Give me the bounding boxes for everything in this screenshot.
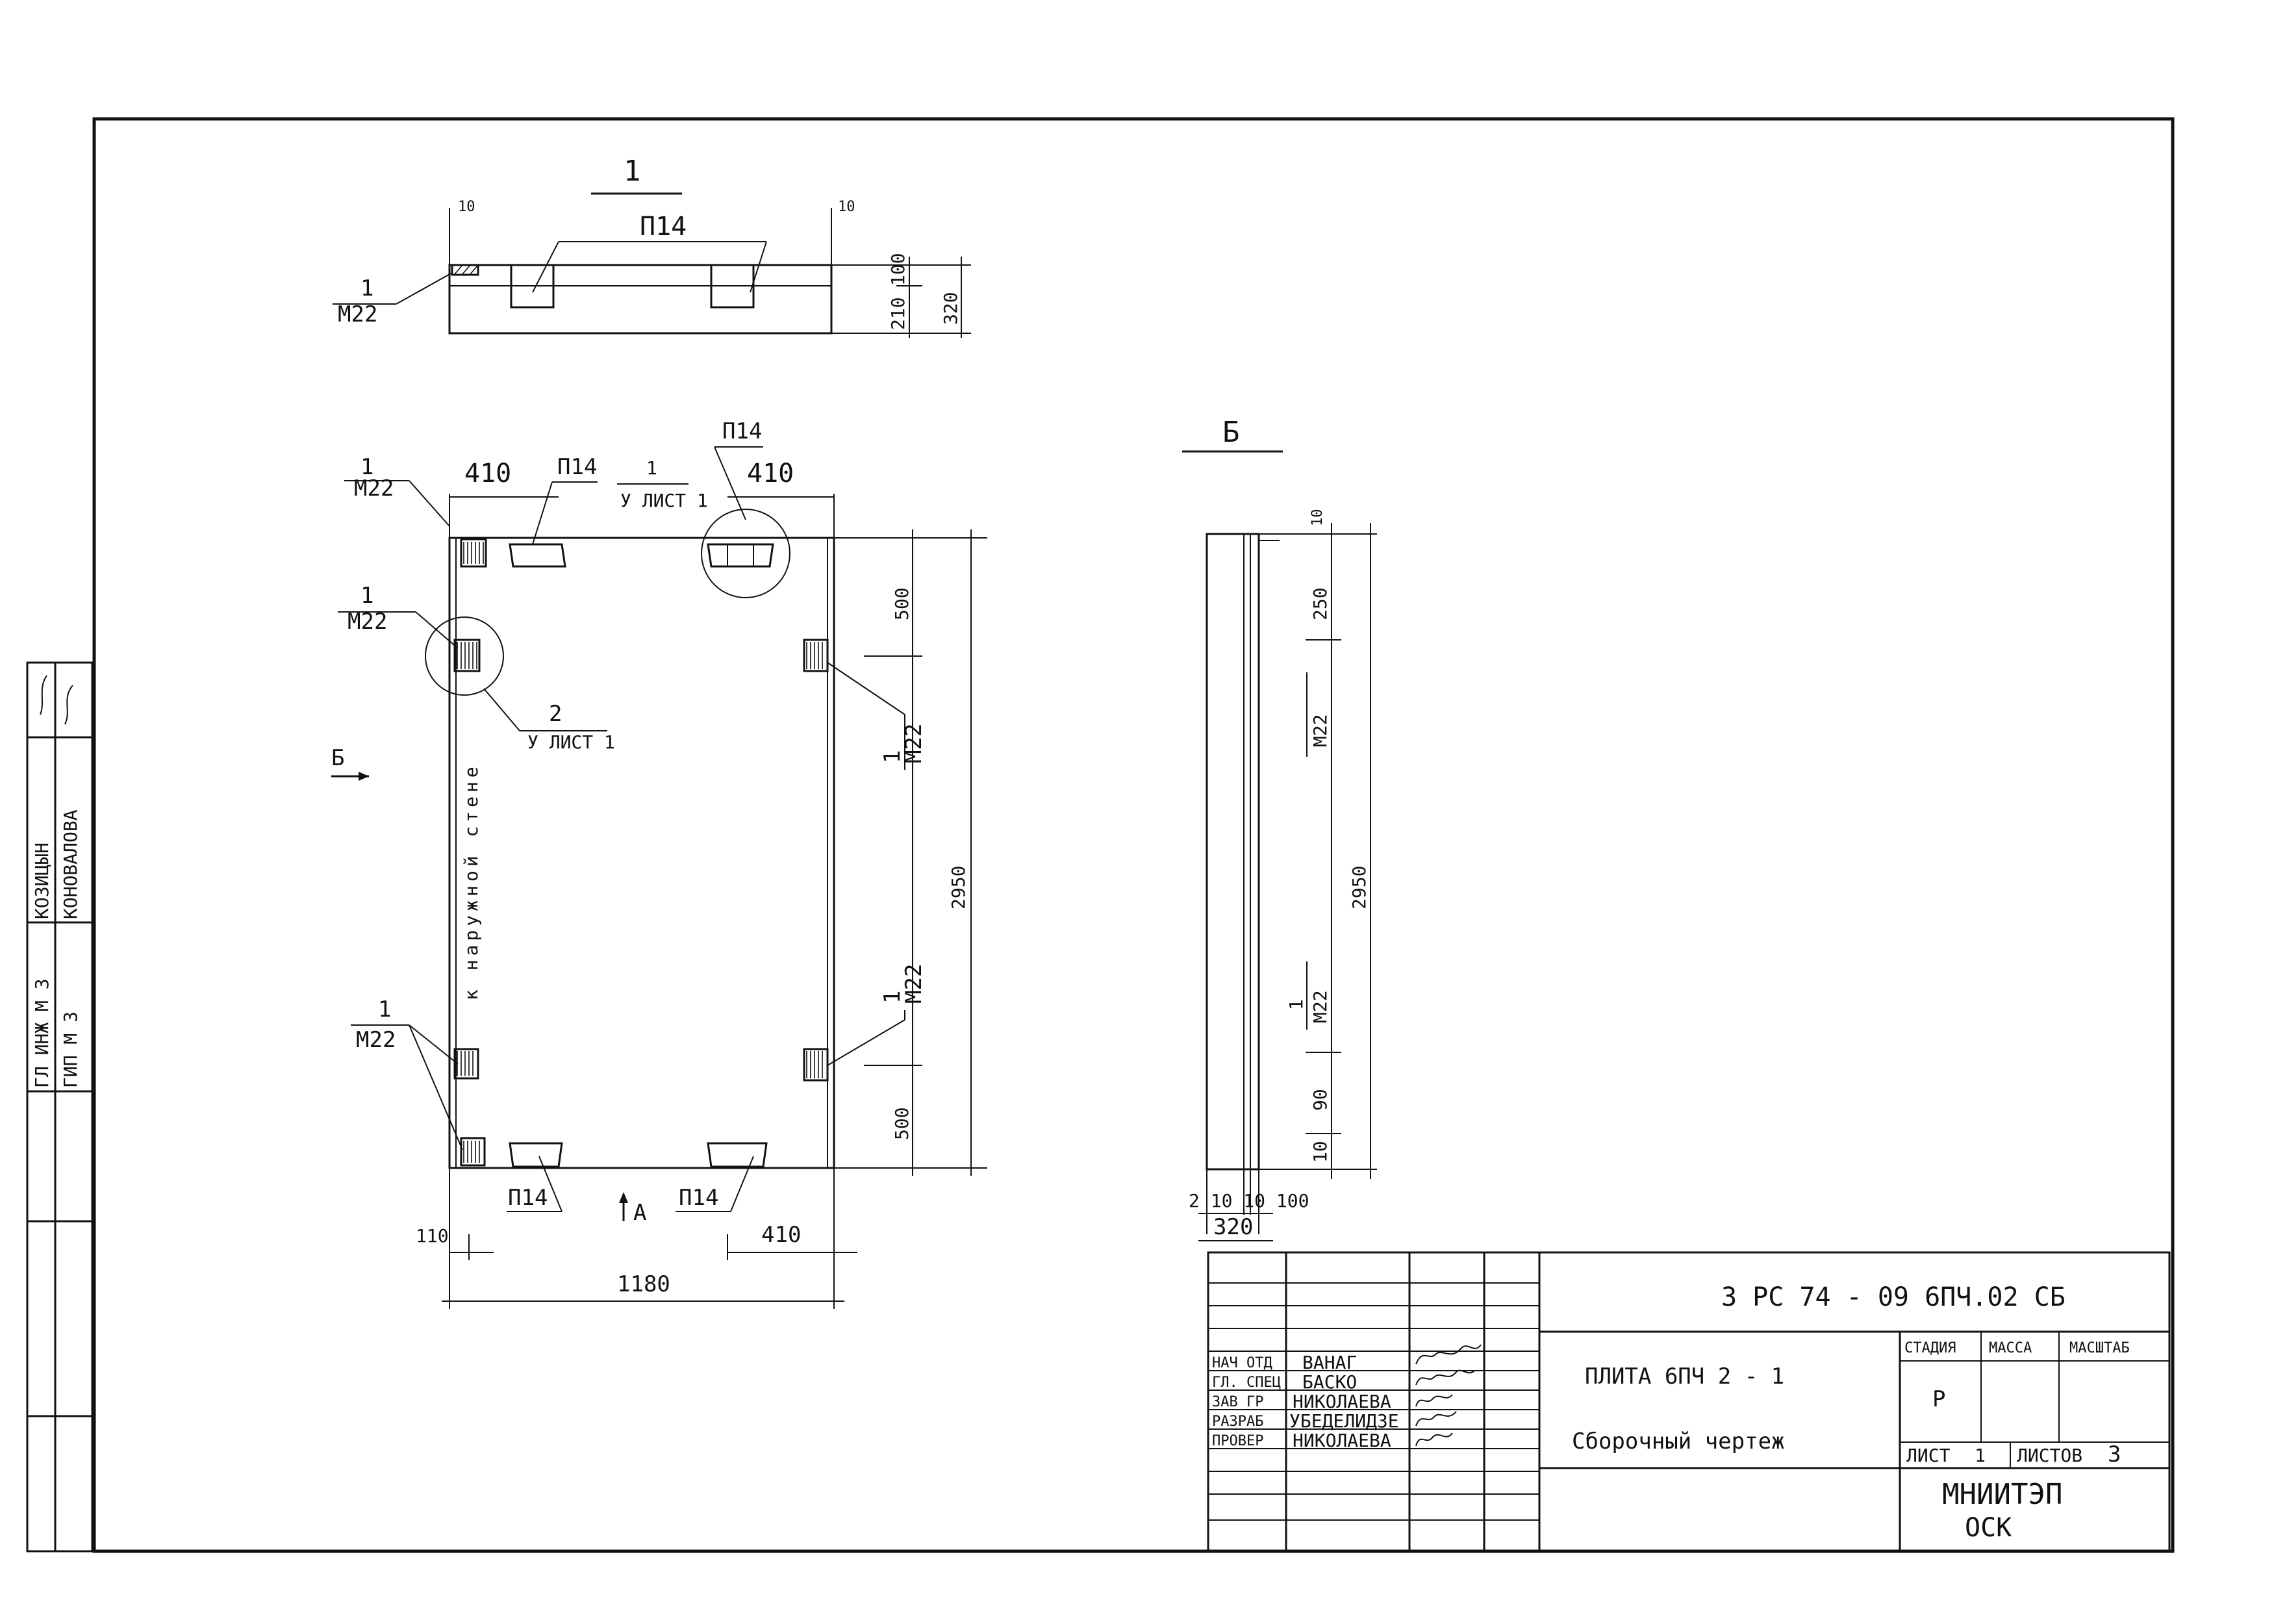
plan-dim-right-top: 500 — [891, 587, 913, 620]
plan-leader1-part: М22 — [354, 476, 394, 501]
stamp-row1-role: ГЛ ИНЖ М З — [31, 978, 53, 1088]
signer-5-name: НИКОЛАЕВА — [1293, 1430, 1391, 1451]
plan-view: 410 410 П14 П14 1 М22 1 У ЛИСТ 1 1 М22 2… — [331, 418, 987, 1309]
plan-leader1-num: 1 — [360, 454, 373, 480]
stamp-signature-1 — [40, 675, 47, 715]
side-dim-10-top: 10 — [1309, 509, 1326, 527]
plan-view-arrow-label: Б — [331, 745, 344, 771]
side-view-title: Б — [1222, 416, 1240, 449]
section-1-label-p14: П14 — [640, 212, 687, 242]
signer-4-role: РАЗРАБ — [1212, 1414, 1263, 1430]
plan-leader2-num: 1 — [360, 583, 373, 609]
section-1-leader-part: М22 — [338, 301, 377, 327]
plan-dim-right-bot: 500 — [891, 1107, 913, 1140]
signer-5-role: ПРОВЕР — [1212, 1433, 1263, 1449]
mass-header: МАССА — [1989, 1340, 2032, 1356]
signature-2 — [1415, 1369, 1475, 1386]
section-1-leader-num: 1 — [360, 275, 373, 301]
signer-3-role: ЗАВ ГР — [1212, 1394, 1263, 1410]
title-line2: Сборочный чертеж — [1572, 1428, 1785, 1454]
sheet-value: 1 — [1975, 1445, 1986, 1466]
title-code: 3 РС 74 - 09 6ПЧ.02 СБ — [1721, 1282, 2066, 1312]
section-1-dim-100: 100 — [887, 253, 909, 286]
side-label-m22-top: М22 — [1309, 714, 1331, 747]
plan-label-p14-top-left: П14 — [557, 454, 597, 480]
side-dim-90: 90 — [1309, 1089, 1331, 1111]
plan-callout-mid-sheet: У ЛИСТ 1 — [527, 731, 615, 753]
section-1-dim-10-left: 10 — [458, 199, 475, 215]
sheet-label: ЛИСТ — [1906, 1445, 1951, 1466]
stamp-row1-name: КОЗИЦЫН — [31, 843, 53, 919]
plan-wall-note: к наружной стене — [461, 763, 482, 1000]
side-label-1: 1 — [1285, 999, 1307, 1010]
title-line1: ПЛИТА 6ПЧ 2 - 1 — [1585, 1364, 1784, 1389]
signer-4-name: УБЕДЕЛИДЗЕ — [1289, 1410, 1399, 1432]
plan-callout-top-num: 1 — [646, 457, 657, 479]
section-1-view: 1 10 10 П14 1 М22 100 210 32 — [333, 155, 971, 338]
side-dim-2950: 2950 — [1348, 866, 1370, 909]
plan-dim-top-left: 410 — [464, 459, 511, 488]
side-bottom-total: 320 — [1213, 1214, 1253, 1240]
stamp-row2-role: ГИП М З — [60, 1011, 81, 1088]
title-block: 3 РС 74 - 09 6ПЧ.02 СБ ПЛИТА 6ПЧ 2 - 1 С… — [1207, 1251, 2171, 1553]
signature-1 — [1415, 1344, 1482, 1365]
section-1-dim-320: 320 — [940, 292, 961, 325]
plan-leader3-num: 1 — [378, 996, 391, 1022]
sheet-frame — [92, 117, 2175, 1553]
signer-1-role: НАЧ ОТД — [1212, 1355, 1272, 1371]
signer-2-name: БАСКО — [1302, 1371, 1357, 1393]
plan-section-mark: А — [633, 1200, 646, 1226]
side-dim-250: 250 — [1309, 587, 1331, 620]
plan-dim-total: 1180 — [617, 1271, 670, 1297]
side-label-m22-bot: М22 — [1309, 990, 1331, 1023]
side-view: Б 10 250 М22 2950 1 М22 90 10 2 10 10 10… — [1182, 416, 1377, 1241]
sheets-label: ЛИСТОВ — [2017, 1445, 2082, 1466]
signer-2-role: ГЛ. СПЕЦ — [1212, 1375, 1281, 1391]
plan-dim-top-right: 410 — [747, 459, 794, 488]
plan-right-label-2: 1 — [879, 991, 905, 1004]
signature-3 — [1415, 1394, 1453, 1407]
plan-leader3-part: М22 — [356, 1027, 396, 1053]
section-1-title: 1 — [624, 155, 641, 188]
signature-4 — [1415, 1411, 1457, 1427]
plan-callout-top-sheet: У ЛИСТ 1 — [620, 490, 708, 511]
section-1-dim-10-right: 10 — [838, 199, 855, 215]
stamp-signature-2 — [64, 685, 73, 725]
sheets-value: 3 — [2108, 1441, 2121, 1467]
org-name: МНИИТЭП — [1942, 1478, 2062, 1511]
plan-label-p14-bottom-right: П14 — [679, 1185, 718, 1211]
section-1-dim-210: 210 — [887, 297, 909, 330]
side-dim-10-bot: 10 — [1309, 1141, 1331, 1163]
plan-right-part-2: М22 — [901, 964, 927, 1004]
side-bottom-dims: 2 10 10 100 — [1189, 1190, 1309, 1212]
plan-dim-bottom-left: 110 — [416, 1225, 449, 1247]
plan-callout-mid-num: 2 — [549, 701, 562, 727]
left-stamp: КОЗИЦЫН ГЛ ИНЖ М З КОНОВАЛОВА ГИП М З — [26, 661, 94, 1553]
stage-header: СТАДИЯ — [1904, 1340, 1956, 1356]
stage-value: Р — [1932, 1386, 1945, 1412]
plan-dim-bottom-right: 410 — [761, 1222, 801, 1248]
plan-label-p14-top-right: П14 — [722, 418, 762, 444]
signature-5 — [1415, 1432, 1453, 1447]
stamp-row2-name: КОНОВАЛОВА — [60, 809, 81, 919]
plan-right-label-1: 1 — [879, 750, 905, 763]
scale-header: МАСШТАБ — [2069, 1340, 2130, 1356]
plan-leader2-part: М22 — [347, 609, 387, 635]
plan-label-p14-bottom-left: П14 — [508, 1185, 548, 1211]
org-sub: ОСК — [1965, 1513, 2012, 1543]
signer-3-name: НИКОЛАЕВА — [1293, 1391, 1391, 1412]
signer-1-name: ВАНАГ — [1302, 1352, 1357, 1373]
plan-dim-right-mid: 2950 — [948, 866, 969, 909]
